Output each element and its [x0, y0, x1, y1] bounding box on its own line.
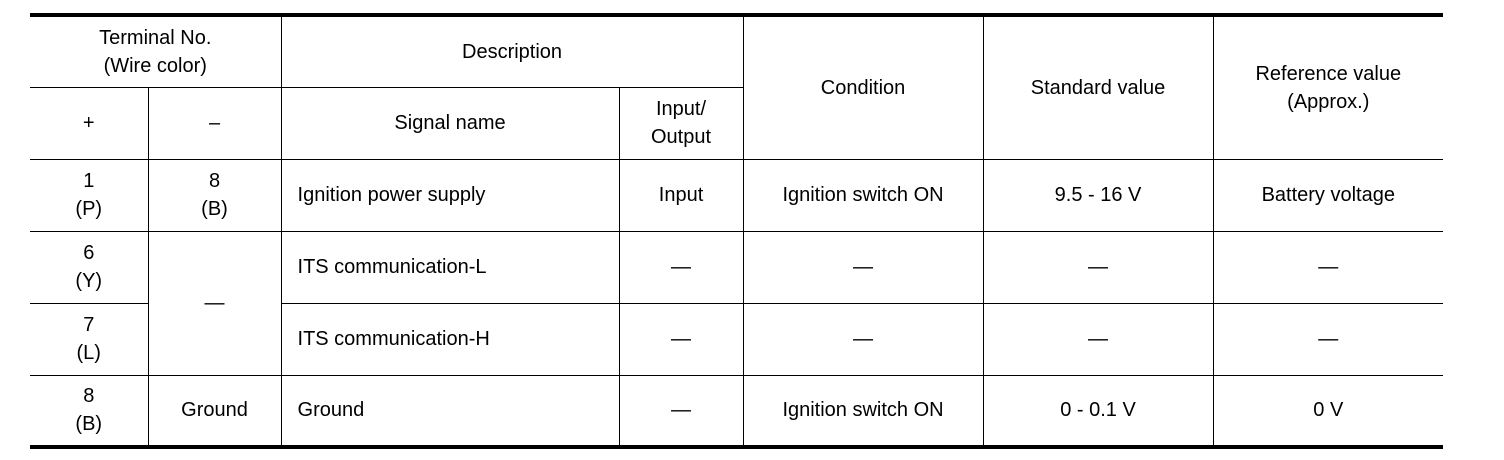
input-output-cell: — — [618, 374, 744, 449]
plus-wire-color: (Y) — [75, 270, 103, 292]
table-row: 1 (P) 8 (B) Ignition power supply Input … — [30, 158, 1444, 232]
plus-terminal-number: 8 — [83, 385, 95, 408]
table-row: 8 (B) Ground Ground — Ignition switch ON… — [30, 374, 1444, 449]
header-description: Description — [280, 13, 744, 88]
condition-cell: Ignition switch ON — [742, 374, 984, 449]
header-signal-name: Signal name — [280, 86, 620, 160]
standard-value-cell: 9.5 - 16 V — [982, 158, 1214, 232]
plus-terminal-number: 1 — [83, 170, 95, 192]
minus-terminal-cell: Ground — [147, 374, 282, 449]
input-output-cell: — — [618, 302, 744, 376]
minus-wire-color: (B) — [201, 198, 228, 220]
input-output-cell: — — [618, 230, 744, 304]
plus-terminal-cell: 1 (P) — [30, 158, 149, 232]
header-reference-value: Reference value (Approx.) — [1212, 13, 1444, 160]
header-plus: + — [30, 86, 149, 160]
standard-value-cell: 0 - 0.1 V — [982, 374, 1214, 449]
minus-terminal-cell: 8 (B) — [147, 158, 282, 232]
header-terminal-no-line2: (Wire color) — [103, 54, 207, 77]
reference-value-cell: — — [1212, 230, 1444, 304]
header-terminal-no: Terminal No. (Wire color) — [30, 13, 282, 88]
plus-wire-color: (B) — [75, 413, 103, 436]
signal-name-cell: ITS communication-H — [280, 302, 620, 376]
terminal-spec-table: Terminal No. (Wire color) Description Co… — [30, 13, 1444, 449]
plus-wire-color: (L) — [76, 342, 101, 364]
header-condition: Condition — [742, 13, 984, 160]
condition-cell: — — [742, 230, 984, 304]
standard-value-cell: — — [982, 230, 1214, 304]
header-row-1: Terminal No. (Wire color) Description Co… — [30, 13, 1444, 160]
reference-value-cell: Battery voltage — [1212, 158, 1444, 232]
minus-terminal-number: 8 — [208, 170, 221, 192]
header-io-line2: Output — [651, 126, 712, 148]
plus-terminal-cell: 6 (Y) — [30, 230, 149, 304]
table-row: 6 (Y) — ITS communication-L — — — — — [30, 230, 1444, 376]
header-input-output: Input/ Output — [618, 86, 744, 160]
header-reference-line2: (Approx.) — [1287, 90, 1370, 113]
minus-terminal-cell-shared: — — [147, 230, 282, 376]
plus-wire-color: (P) — [75, 198, 103, 220]
signal-name-cell: ITS communication-L — [280, 230, 620, 304]
condition-cell: Ignition switch ON — [742, 158, 984, 232]
table-row: 7 (L) ITS communication-H — — — — — [30, 302, 1444, 376]
header-io-line1: Input/ — [656, 98, 707, 120]
header-minus: – — [147, 86, 282, 160]
plus-terminal-cell: 8 (B) — [30, 374, 149, 449]
signal-name-cell: Ignition power supply — [280, 158, 620, 232]
reference-value-cell: — — [1212, 302, 1444, 376]
plus-terminal-number: 6 — [83, 242, 95, 264]
condition-cell: — — [742, 302, 984, 376]
header-standard-value: Standard value — [982, 13, 1214, 160]
reference-value-cell: 0 V — [1212, 374, 1444, 449]
signal-name-cell: Ground — [280, 374, 620, 449]
header-reference-line1: Reference value — [1255, 62, 1402, 85]
standard-value-cell: — — [982, 302, 1214, 376]
plus-terminal-cell: 7 (L) — [30, 302, 149, 376]
plus-terminal-number: 7 — [83, 314, 95, 336]
header-terminal-no-line1: Terminal No. — [99, 26, 212, 49]
input-output-cell: Input — [618, 158, 744, 232]
